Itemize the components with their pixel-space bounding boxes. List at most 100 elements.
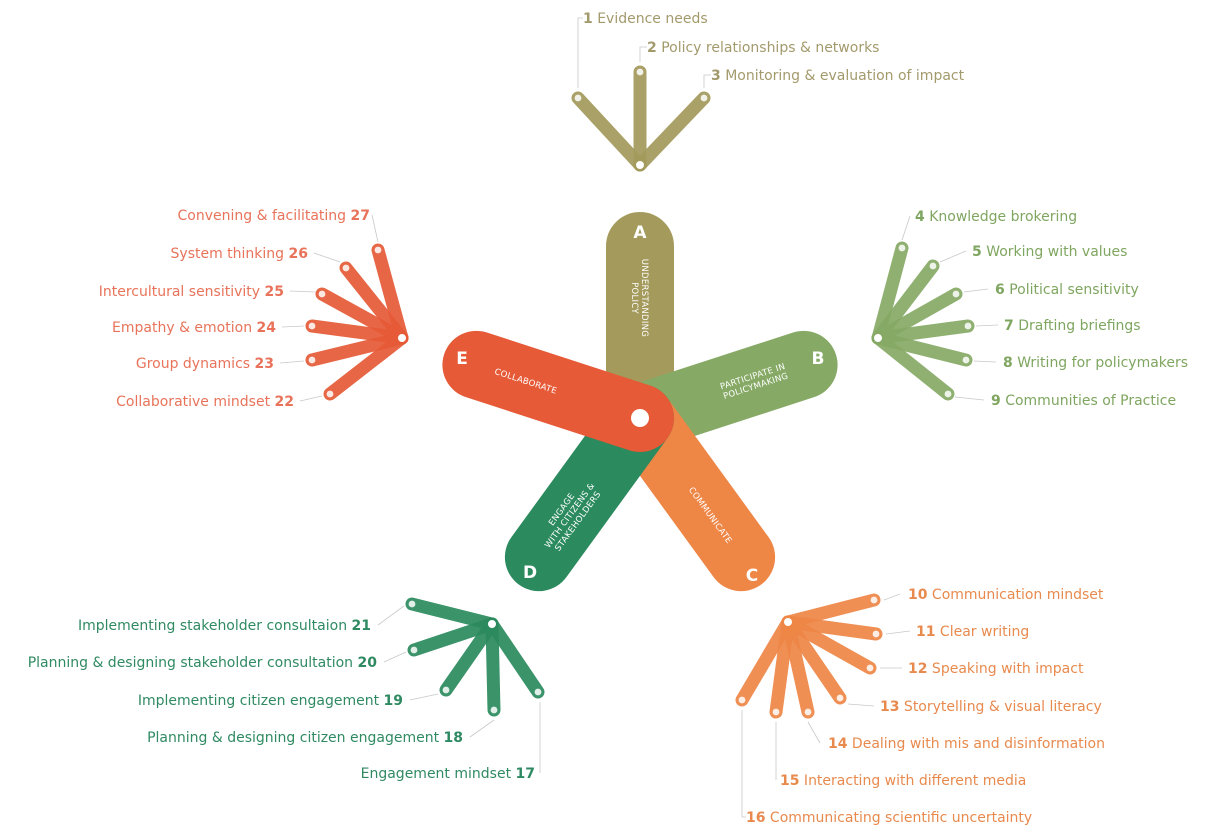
- leaf-20: [407, 617, 499, 657]
- competence-number: 10: [908, 587, 928, 603]
- competence-label-18: Planning & designing citizen engagement …: [147, 730, 463, 746]
- leader-line-3: [703, 74, 711, 88]
- competence-label-3: 3 Monitoring & evaluation of impact: [711, 68, 965, 84]
- competence-number: 25: [265, 284, 284, 300]
- leaf-dot-9: [944, 390, 952, 398]
- competence-text: Policy relationships & networks: [657, 40, 880, 56]
- competence-text: Interacting with different media: [799, 773, 1026, 789]
- leaf-dot-21: [408, 600, 416, 608]
- leaf-dot-4: [898, 244, 906, 252]
- competence-number: 4: [915, 209, 925, 225]
- leaf-17: [485, 617, 545, 699]
- competence-number: 16: [746, 810, 765, 826]
- competence-label-8: 8 Writing for policymakers: [1003, 355, 1188, 371]
- arm-letter-E: E: [456, 349, 468, 369]
- competence-label-17: Engagement mindset 17: [361, 766, 535, 782]
- competence-text: Empathy & emotion: [112, 320, 257, 336]
- leaf-12: [781, 615, 877, 675]
- competence-text: Convening & facilitating: [178, 208, 351, 224]
- competence-text: Evidence needs: [593, 11, 708, 27]
- arm-letter-B: B: [812, 349, 825, 369]
- competence-label-22: Collaborative mindset 22: [116, 394, 294, 410]
- competence-label-14: 14 Dealing with mis and disinformation: [828, 736, 1105, 752]
- leaf-dot-20: [410, 646, 418, 654]
- competence-label-16: 16 Communicating scientific uncertainty: [746, 810, 1032, 826]
- competence-text: Monitoring & evaluation of impact: [721, 68, 965, 84]
- leaf-dot-25: [318, 290, 326, 298]
- competence-label-19: Implementing citizen engagement 19: [138, 693, 403, 709]
- leaf-dot-2: [636, 68, 644, 76]
- competence-number: 2: [647, 40, 657, 56]
- leaf-19: [439, 617, 499, 697]
- leaf-dot-5: [929, 262, 937, 270]
- leaf-21: [405, 597, 499, 631]
- arm-title-line: POLICY: [629, 282, 639, 314]
- competence-text: Dealing with mis and disinformation: [847, 736, 1105, 752]
- competence-number: 9: [991, 393, 1001, 409]
- leader-line-18: [469, 719, 495, 738]
- arm-joint-A: [634, 159, 646, 171]
- competence-label-24: Empathy & emotion 24: [112, 320, 276, 336]
- competence-number: 19: [384, 693, 403, 709]
- leader-line-11: [885, 630, 911, 635]
- leaf-dot-16: [738, 696, 746, 704]
- competence-label-9: 9 Communities of Practice: [991, 393, 1176, 409]
- leaf-dot-1: [574, 94, 582, 102]
- competence-label-7: 7 Drafting briefings: [1004, 318, 1141, 334]
- leader-line-20: [383, 651, 407, 663]
- leader-line-23: [279, 360, 305, 364]
- leaf-dot-6: [952, 290, 960, 298]
- leader-line-7: [975, 324, 999, 327]
- leaf-dot-18: [490, 706, 498, 714]
- competence-label-20: Planning & designing stakeholder consult…: [28, 655, 378, 671]
- leaf-dot-22: [326, 390, 334, 398]
- arm-E: [442, 330, 674, 452]
- arm-letter-C: C: [746, 566, 758, 586]
- arm-letter-A: A: [633, 223, 647, 243]
- competence-text: Engagement mindset: [361, 766, 516, 782]
- competence-label-25: Intercultural sensitivity 25: [99, 284, 284, 300]
- competence-number: 11: [916, 624, 935, 640]
- competence-label-15: 15 Interacting with different media: [780, 773, 1026, 789]
- arm-joint-C: [782, 616, 794, 628]
- leader-line-24: [281, 325, 305, 328]
- competence-text: Planning & designing stakeholder consult…: [28, 655, 358, 671]
- competence-label-11: 11 Clear writing: [916, 624, 1029, 640]
- competence-text: Communities of Practice: [1001, 393, 1176, 409]
- leaf-dot-17: [534, 688, 542, 696]
- leader-line-2: [639, 46, 647, 62]
- competence-text: Storytelling & visual literacy: [899, 699, 1101, 715]
- competence-number: 1: [583, 11, 593, 27]
- competence-label-6: 6 Political sensitivity: [995, 282, 1139, 298]
- arm-joint-E: [396, 332, 408, 344]
- leaf-9: [871, 331, 955, 401]
- competence-label-10: 10 Communication mindset: [908, 587, 1104, 603]
- leader-line-22: [299, 395, 323, 402]
- leader-line-14: [807, 721, 821, 744]
- leader-line-5: [939, 250, 967, 263]
- leader-line-25: [289, 290, 317, 293]
- leaf-dot-13: [836, 694, 844, 702]
- competence-number: 17: [516, 766, 535, 782]
- leaf-dot-12: [866, 664, 874, 672]
- competence-text: Working with values: [982, 244, 1128, 260]
- leaf-dot-10: [870, 596, 878, 604]
- competence-number: 8: [1003, 355, 1013, 371]
- arm-joint-D: [486, 618, 498, 630]
- leaf-dot-7: [964, 322, 972, 330]
- competence-number: 27: [351, 208, 370, 224]
- competence-number: 22: [275, 394, 294, 410]
- leaf-27: [371, 243, 409, 345]
- competence-number: 23: [255, 356, 274, 372]
- competence-text: Collaborative mindset: [116, 394, 274, 410]
- leaf-dot-26: [342, 264, 350, 272]
- arm-joint-B: [872, 332, 884, 344]
- competence-number: 5: [972, 244, 982, 260]
- competence-number: 3: [711, 68, 721, 84]
- leaf-1: [571, 91, 647, 172]
- leader-line-21: [377, 605, 405, 626]
- competence-label-12: 12 Speaking with impact: [908, 661, 1084, 677]
- leader-line-1: [577, 17, 583, 88]
- leader-line-19: [409, 693, 439, 701]
